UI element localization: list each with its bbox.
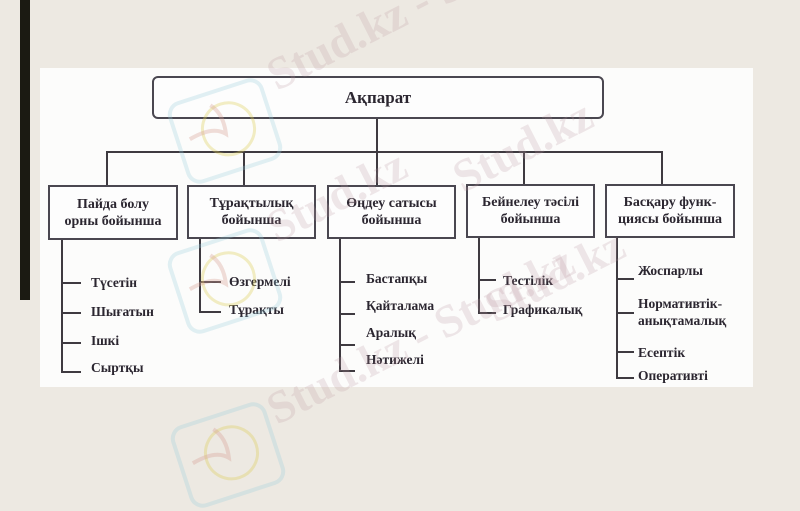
- leaf-item: Тестілік: [503, 273, 554, 288]
- leaf-item: Нормативтік-: [638, 296, 723, 311]
- category-stability: Тұрақтылық бойынша: [187, 185, 316, 239]
- category-label-line1: Басқару функ-: [623, 195, 717, 210]
- category-representation: Бейнелеу тәсілі бойынша: [466, 184, 595, 238]
- leaf-item: Ішкі: [91, 333, 120, 348]
- branch-tick: [199, 281, 221, 283]
- leaf-item: Қайталама: [366, 298, 435, 313]
- branch-line-4: [478, 238, 480, 314]
- leaf-item: Өзгермелі: [229, 274, 291, 289]
- branch-tick: [478, 279, 496, 281]
- branch-tick: [61, 342, 81, 344]
- category-label-line1: Тұрақтылық: [209, 196, 294, 211]
- branch-tick: [61, 371, 81, 373]
- leaf-item: Оперативті: [638, 368, 708, 383]
- branch-line-5: [616, 238, 618, 379]
- root-label: Ақпарат: [344, 88, 412, 107]
- category-label-line1: Бейнелеу тәсілі: [482, 195, 579, 210]
- branch-tick: [61, 282, 81, 284]
- category-label-line2: циясы бойынша: [617, 212, 723, 227]
- connector-drop-3: [376, 151, 378, 185]
- leaf-item: Графикалық: [503, 302, 583, 317]
- branch-tick: [616, 351, 634, 353]
- branch-tick: [616, 278, 634, 280]
- leaf-item: Түсетін: [91, 275, 138, 290]
- category-processing-stage: Өңдеу сатысы бойынша: [327, 185, 456, 239]
- branch-tick: [61, 312, 81, 314]
- leaf-item: Нәтижелі: [366, 352, 424, 367]
- root-node: Ақпарат: [152, 76, 604, 119]
- category-origin: Пайда болу орны бойынша: [48, 185, 178, 240]
- category-label-line1: Пайда болу: [76, 196, 149, 212]
- hummingbird-logo-icon: [167, 398, 289, 511]
- hierarchy-diagram: Ақпарат Пайда болу орны бойынша Тұрақтыл…: [40, 68, 753, 387]
- category-management-function: Басқару функ- циясы бойынша: [605, 184, 735, 238]
- leaf-item: Шығатын: [91, 304, 154, 319]
- branch-tick: [339, 344, 355, 346]
- branch-tick: [199, 311, 221, 313]
- slide-accent-bar: [20, 0, 30, 300]
- branch-tick: [339, 313, 355, 315]
- connector-drop-1: [106, 151, 108, 185]
- category-label-line2: бойынша: [221, 213, 282, 228]
- branch-tick: [616, 377, 634, 379]
- category-label-line2: бойынша: [500, 212, 561, 227]
- connector-drop-4: [523, 151, 525, 185]
- category-label-line2: бойынша: [361, 213, 422, 228]
- leaf-item: Бастапқы: [366, 271, 428, 286]
- branch-line-2: [199, 239, 201, 313]
- category-label-line1: Өңдеу сатысы: [346, 196, 437, 211]
- branch-tick: [339, 281, 355, 283]
- branch-tick: [616, 312, 634, 314]
- connector-horizontal: [106, 151, 663, 153]
- leaf-item: Сыртқы: [91, 360, 144, 375]
- branch-tick: [478, 312, 496, 314]
- leaf-item: Аралық: [366, 325, 417, 340]
- connector-root: [376, 119, 378, 152]
- leaf-item: Есептік: [638, 345, 686, 360]
- leaf-item: анықтамалық: [638, 313, 727, 328]
- branch-line-1: [61, 240, 63, 373]
- category-label-line2: орны бойынша: [64, 213, 162, 229]
- connector-drop-2: [243, 151, 245, 185]
- branch-line-3: [339, 239, 341, 372]
- leaf-item: Жоспарлы: [638, 263, 703, 278]
- leaf-item: Тұрақты: [229, 302, 284, 317]
- connector-drop-5: [661, 151, 663, 185]
- branch-tick: [339, 370, 355, 372]
